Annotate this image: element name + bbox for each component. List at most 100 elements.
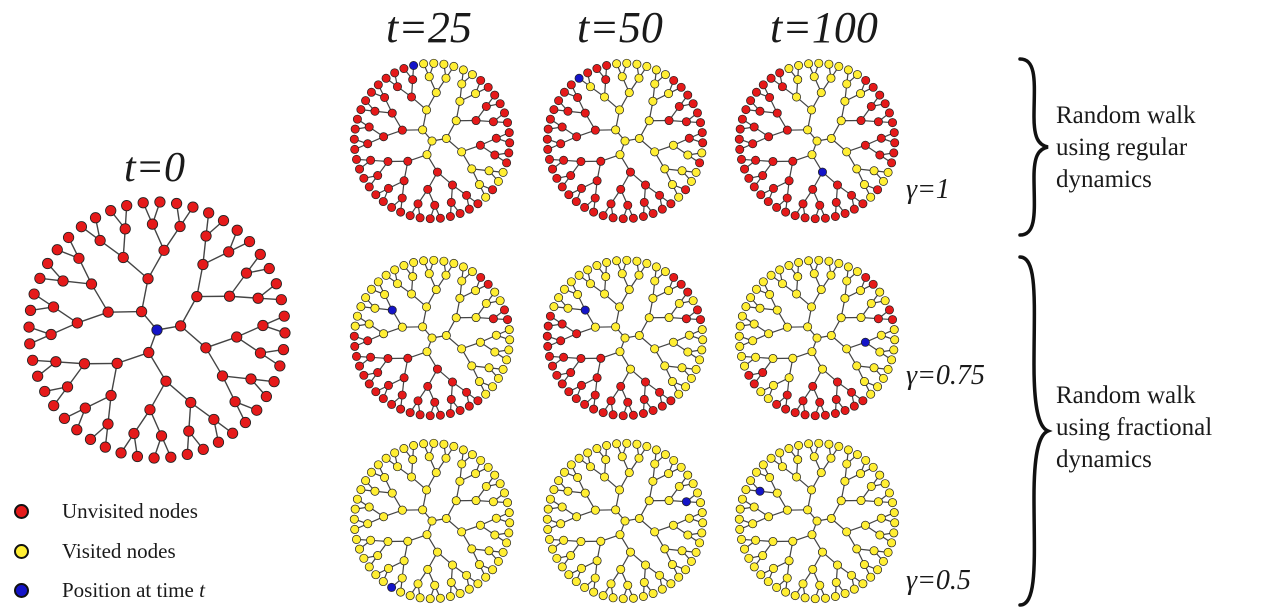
node-unvisited (756, 190, 766, 200)
node-unvisited (681, 117, 691, 127)
node-visited (782, 322, 792, 332)
node-visited (873, 565, 883, 575)
node-unvisited (858, 199, 868, 209)
gamma-label-1: γ=1 (906, 174, 950, 205)
node-unvisited (737, 154, 746, 164)
node-unvisited (592, 176, 602, 186)
node-visited (396, 587, 406, 597)
node-unvisited (371, 387, 381, 397)
node-visited (859, 560, 869, 570)
node-unvisited (868, 279, 878, 289)
node-visited (473, 579, 483, 589)
node-unvisited (746, 96, 756, 106)
node-unvisited (566, 368, 576, 378)
node-unvisited (623, 397, 633, 407)
node-visited (457, 527, 467, 537)
node-visited (834, 441, 844, 451)
node-visited (403, 536, 413, 546)
node-visited (751, 467, 761, 477)
node-visited (458, 445, 468, 455)
node-unvisited (405, 211, 415, 221)
node-visited (758, 277, 768, 287)
node-unvisited (638, 409, 648, 418)
node-visited (366, 467, 376, 477)
node-unvisited (471, 116, 481, 126)
gamma-label-05: γ=0.5 (906, 565, 971, 596)
group-fractional-line-2: using fractional (1056, 414, 1213, 441)
node-visited (677, 546, 687, 556)
node-unvisited (399, 176, 409, 186)
node-visited (632, 439, 642, 449)
node-visited (869, 546, 879, 556)
tree-g075-t25 (349, 255, 515, 421)
node-visited (419, 256, 429, 266)
node-visited (836, 116, 846, 126)
node-unvisited (873, 185, 883, 195)
node-visited (866, 572, 876, 582)
node-unvisited (758, 80, 768, 90)
node-unvisited (590, 193, 600, 203)
node-unvisited (383, 380, 393, 390)
node-unvisited (39, 385, 51, 398)
node-visited (447, 560, 457, 570)
node-visited (764, 329, 774, 339)
node-unvisited (676, 82, 686, 92)
node-visited (475, 520, 485, 530)
node-visited (350, 504, 360, 514)
node-unvisited (117, 251, 129, 264)
node-unvisited (229, 396, 241, 408)
node-unvisited (876, 133, 886, 143)
tree-g05-t25 (349, 438, 515, 604)
node-visited (764, 512, 774, 522)
node-unvisited (548, 361, 558, 371)
node-unvisited (623, 200, 633, 210)
node-unvisited (432, 364, 442, 374)
node-unvisited (616, 381, 626, 391)
node-visited (490, 287, 500, 297)
node-visited (788, 536, 798, 546)
node-visited (746, 476, 756, 486)
node-visited (563, 486, 573, 496)
node-unvisited (669, 272, 679, 282)
node-unvisited (571, 197, 581, 207)
node-unvisited (772, 108, 782, 118)
node-unvisited (888, 118, 897, 128)
node-unvisited (24, 304, 37, 317)
node-unvisited (758, 171, 768, 181)
node-unvisited (379, 132, 389, 142)
node-unvisited (71, 424, 83, 436)
legend-current: Position at time t (14, 576, 205, 604)
node-unvisited (476, 75, 486, 85)
node-visited (366, 535, 376, 545)
node-visited (601, 455, 611, 465)
node-unvisited (625, 167, 635, 177)
node-visited (737, 534, 746, 544)
node-unvisited (403, 156, 413, 166)
node-unvisited (598, 211, 608, 221)
legend-visited-swatch (14, 543, 29, 559)
node-unvisited (160, 375, 172, 387)
node-visited (868, 462, 878, 472)
node-unvisited (889, 148, 899, 158)
node-visited (852, 544, 862, 554)
tree-g05-t50 (542, 438, 708, 604)
node-unvisited (683, 287, 693, 297)
node-unvisited (174, 220, 186, 233)
node-unvisited (875, 150, 885, 160)
node-unvisited (608, 213, 618, 223)
node-visited (471, 496, 481, 506)
node-current (860, 337, 870, 347)
node-visited (664, 286, 674, 296)
node-unvisited (861, 272, 871, 282)
node-visited (674, 572, 684, 582)
node-visited (681, 565, 691, 575)
node-current (574, 73, 584, 83)
node-visited (399, 444, 409, 454)
node-unvisited (832, 377, 842, 387)
node-visited (798, 579, 808, 589)
node-visited (683, 347, 693, 357)
node-visited (493, 176, 503, 186)
node-visited (457, 147, 467, 157)
node-unvisited (447, 377, 457, 387)
node-visited (615, 150, 625, 160)
